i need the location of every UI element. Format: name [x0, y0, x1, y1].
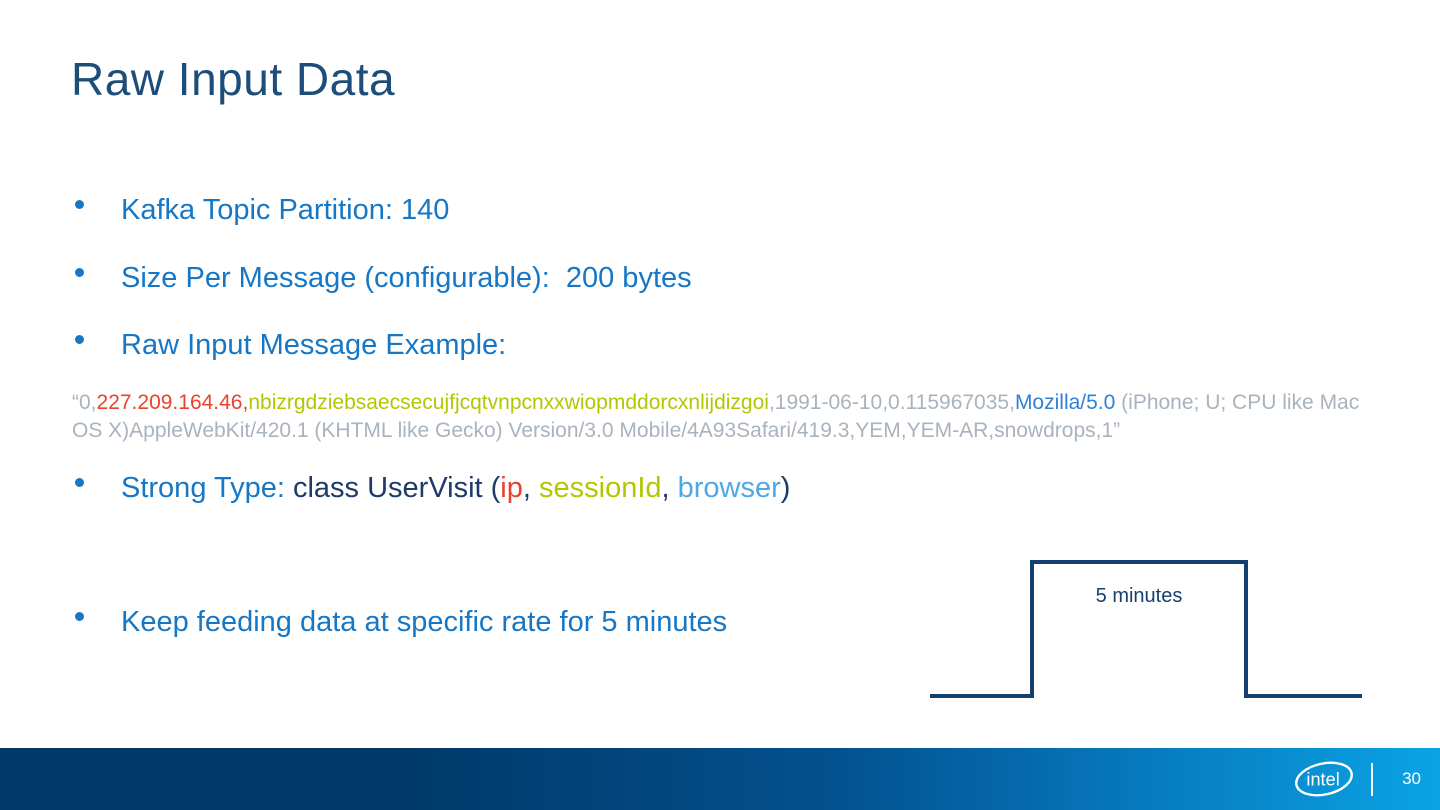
raw-message-segment: (iPhone; U; CPU like Mac OS X)AppleWebKi…	[72, 391, 1360, 442]
pulse-line	[930, 560, 1362, 698]
strong-type-segment: class UserVisit (	[284, 472, 501, 504]
bullet-dot	[75, 199, 84, 209]
bullet-kafka-partition-label: Kafka Topic Partition: 140	[121, 194, 450, 226]
bullet-dot	[75, 267, 84, 277]
raw-message-segment: ,1991-06-10,0.115967035,	[768, 391, 1015, 414]
bullet-size-per-message-label: Size Per Message (configurable): 200 byt…	[121, 262, 692, 294]
raw-message-segment-ip: 227.209.164.46	[96, 391, 243, 414]
strong-type-segment: ,	[522, 472, 539, 504]
intel-logo-swoosh	[1295, 761, 1354, 797]
bullet-dot	[75, 477, 84, 487]
intel-logo-text: intel	[1306, 769, 1339, 789]
bullet-raw-input-example: Raw Input Message Example:	[72, 327, 506, 363]
bullet-strong-type: Strong Type: class UserVisit (ip, sessio…	[72, 470, 790, 506]
footer-bar: intel 30	[0, 748, 1440, 810]
raw-message-segment: ,	[242, 391, 249, 414]
strong-type-segment: Strong Type:	[121, 472, 285, 504]
raw-message-segment-browser: Mozilla/5.0	[1014, 391, 1116, 414]
page-number: 30	[1402, 769, 1421, 788]
bullet-dot	[75, 611, 84, 621]
strong-type-segment-session-id: sessionId	[539, 472, 662, 504]
bullet-strong-type-label: Strong Type: class UserVisit (ip, sessio…	[121, 470, 790, 506]
strong-type-segment-ip: ip	[500, 472, 523, 504]
bullet-kafka-partition: Kafka Topic Partition: 140	[72, 192, 449, 228]
raw-message-example: “0,227.209.164.46,nbizrgdziebsaecsecujfj…	[72, 389, 1374, 445]
strong-type-segment-browser: browser	[677, 472, 781, 504]
pulse-duration-label: 5 minutes	[1095, 585, 1183, 607]
bullet-dot	[75, 334, 84, 344]
bullet-raw-input-example-label: Raw Input Message Example:	[121, 329, 507, 361]
pulse-waveform-diagram	[930, 560, 1362, 698]
bullet-size-per-message: Size Per Message (configurable): 200 byt…	[72, 260, 692, 296]
strong-type-segment: ,	[661, 472, 678, 504]
page-title: Raw Input Data	[71, 53, 396, 105]
bullet-keep-feeding-label: Keep feeding data at specific rate for 5…	[121, 606, 728, 638]
raw-message-segment-session-id: nbizrgdziebsaecsecujfjcqtvnpcnxxwiopmddo…	[248, 391, 769, 414]
footer-separator	[1371, 762, 1374, 796]
raw-message-segment: “0,	[72, 391, 97, 414]
strong-type-segment: )	[780, 472, 791, 504]
bullet-keep-feeding: Keep feeding data at specific rate for 5…	[72, 604, 727, 640]
intel-logo: intel	[1295, 761, 1354, 797]
